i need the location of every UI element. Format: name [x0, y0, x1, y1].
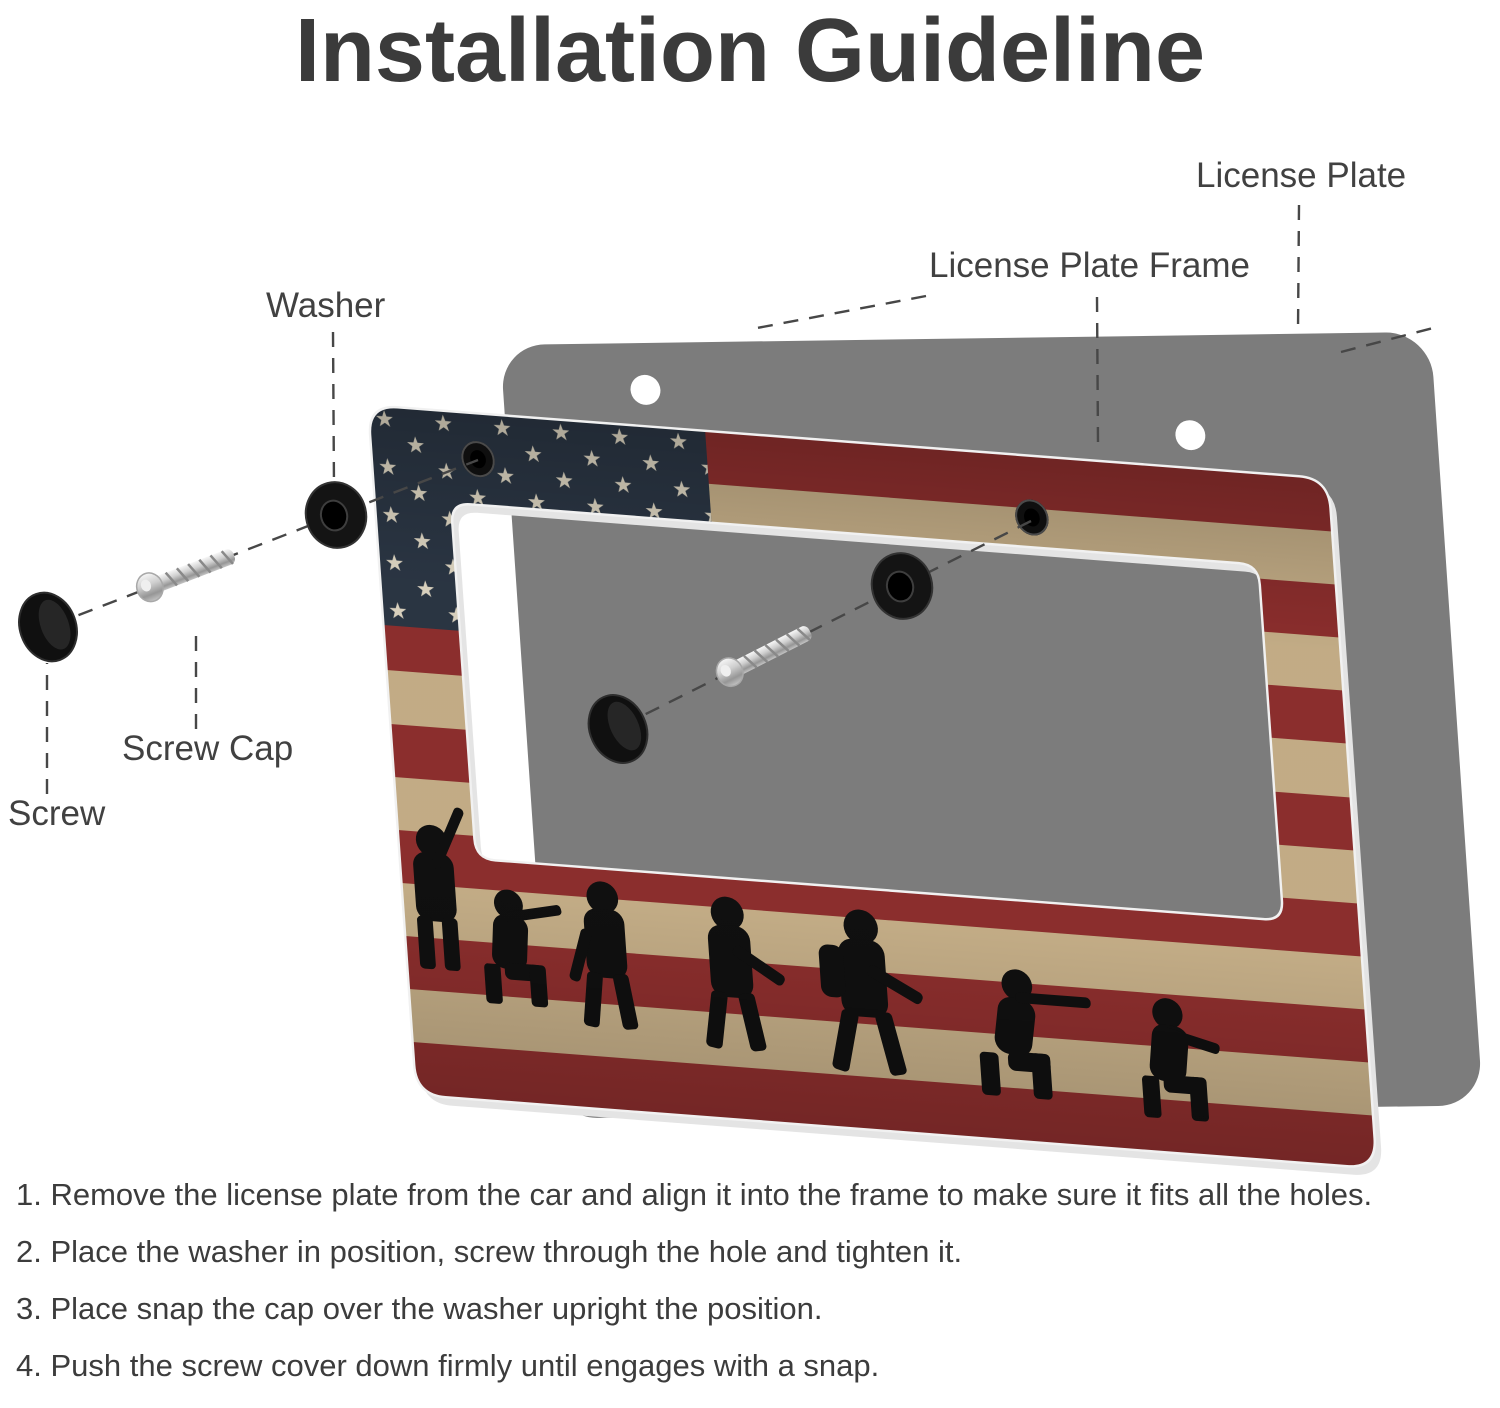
- plate-leader-line-1: [1296, 204, 1301, 332]
- washer-leader-line: [331, 331, 336, 489]
- left-assembly-axis: [29, 458, 479, 636]
- plate-leader-line-2: [1340, 325, 1438, 354]
- screw-cap-left: [18, 591, 78, 663]
- screw-left: [135, 549, 236, 603]
- instruction-step-2: 2. Place the washer in position, screw t…: [16, 1234, 963, 1269]
- washer-left: [304, 481, 368, 549]
- frame-hole-left: [461, 441, 495, 478]
- frame-leader-line-2: [756, 294, 927, 330]
- right-assembly-axis: [603, 519, 1032, 737]
- washer-right: [870, 552, 934, 620]
- plate-hole-left: [630, 374, 661, 405]
- screw-cap-right: [587, 694, 649, 764]
- frame-hole-right: [1015, 499, 1049, 536]
- washer-label: Washer: [266, 286, 386, 325]
- screw-label: Screw: [8, 794, 106, 833]
- license-plate-label: License Plate: [1196, 156, 1407, 195]
- page-title: Installation Guideline: [294, 1, 1206, 101]
- instruction-list: 1. Remove the license plate from the car…: [16, 1178, 1494, 1406]
- license-plate-frame-label: License Plate Frame: [929, 246, 1250, 285]
- screw-cap-label: Screw Cap: [122, 729, 294, 768]
- plate-hole-right: [1175, 420, 1206, 451]
- screw-right: [715, 626, 812, 688]
- leader-lines: [29, 204, 1438, 794]
- instruction-step-1: 1. Remove the license plate from the car…: [16, 1177, 1373, 1212]
- instruction-step-4: 4. Push the screw cover down firmly unti…: [16, 1348, 880, 1383]
- instruction-step-3: 3. Place snap the cap over the washer up…: [16, 1291, 823, 1326]
